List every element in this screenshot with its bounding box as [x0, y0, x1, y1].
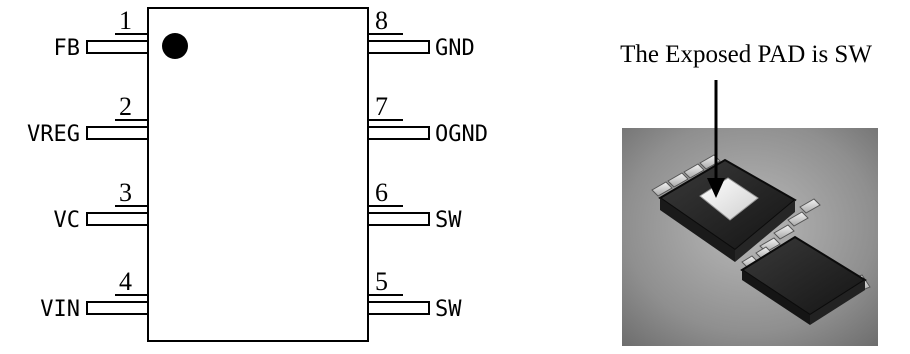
pin-2-name: VREG: [27, 122, 80, 147]
pin-3: 3 VC: [54, 178, 149, 233]
pin-4-name: VIN: [40, 297, 80, 322]
pin-5-number: 5: [375, 267, 388, 296]
pin-1: 1 FB: [54, 6, 149, 61]
pin-8: 8 GND: [367, 6, 475, 61]
upper-chip-with-exposed-pad: [651, 154, 821, 262]
pin-7-name: OGND: [435, 122, 488, 147]
pin1-indicator-dot: [162, 33, 188, 59]
pin-2-number: 2: [119, 92, 132, 121]
lower-chip-top-side: [740, 235, 871, 325]
ic-package-body: [147, 7, 369, 342]
pin-4: 4 VIN: [40, 267, 149, 322]
pin-6: 6 SW: [367, 178, 462, 233]
pin-8-number: 8: [375, 6, 388, 35]
callout-arrow: [707, 80, 725, 198]
pin-8-name: GND: [435, 36, 475, 61]
pin-7: 7 OGND: [367, 92, 488, 147]
pin-2: 2 VREG: [27, 92, 149, 147]
pin-4-number: 4: [119, 267, 132, 296]
pin-5-name: SW: [435, 297, 462, 322]
pin-3-name: VC: [54, 208, 81, 233]
package-photo: [622, 128, 878, 346]
pin-6-name: SW: [435, 208, 462, 233]
pin-1-name: FB: [54, 36, 81, 61]
pin-5: 5 SW: [367, 267, 462, 322]
exposed-pad-callout: The Exposed PAD is SW: [620, 41, 872, 68]
pin-6-number: 6: [375, 178, 388, 207]
pin-7-number: 7: [375, 92, 388, 121]
pin-3-number: 3: [119, 178, 132, 207]
pin-1-number: 1: [119, 6, 132, 35]
